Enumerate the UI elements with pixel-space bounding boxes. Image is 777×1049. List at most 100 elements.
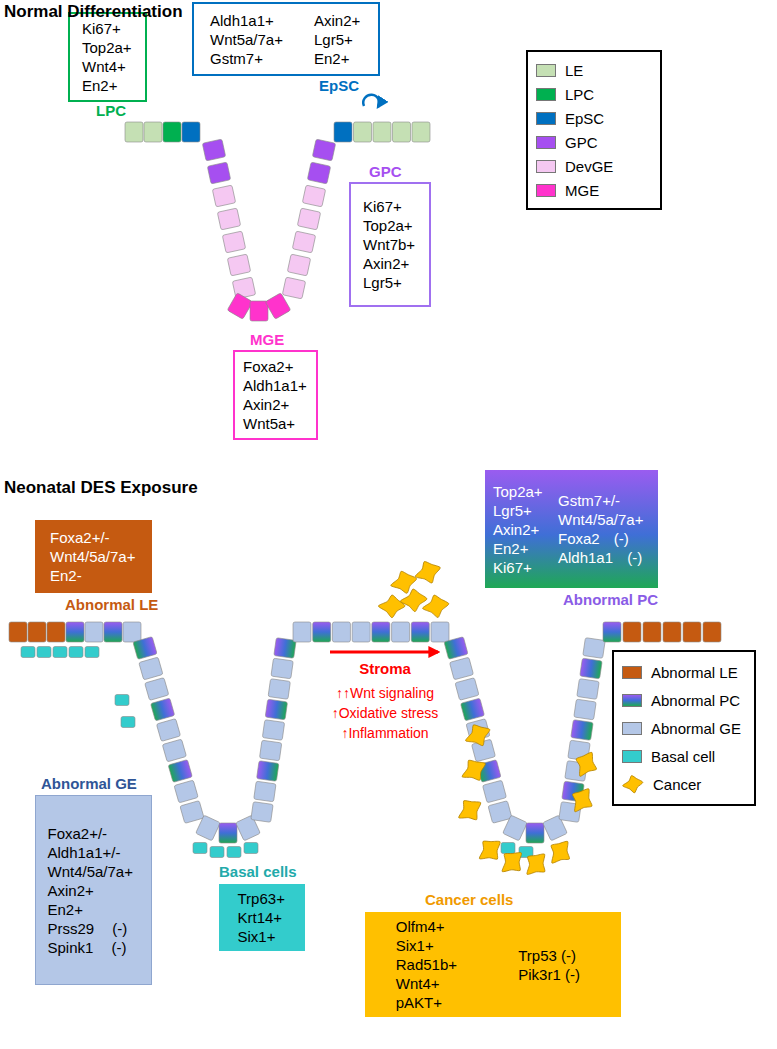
epithelial-cell: [104, 622, 122, 642]
epithelial-cell: [354, 122, 372, 142]
legend-entry: EpSC: [536, 106, 652, 130]
legend-box: LELPCEpSCGPCDevGEMGE: [526, 50, 662, 210]
epithelial-cell: [307, 162, 330, 184]
epithelial-cell: [244, 843, 258, 854]
legend-text: Abnormal LE: [651, 664, 738, 681]
cancer-cell: [423, 595, 449, 617]
epithelial-cell: [703, 622, 721, 642]
section-title: Neonatal DES Exposure: [4, 478, 198, 498]
epithelial-cell: [133, 637, 157, 660]
legend-text: Abnormal GE: [651, 720, 741, 737]
epithelial-cell: [292, 231, 315, 253]
epithelial-cell: [293, 622, 311, 642]
epithelial-cell: [196, 815, 221, 841]
cancer-cell: [391, 571, 417, 593]
epithelial-cell: [85, 647, 99, 658]
epithelial-cell: [21, 647, 35, 658]
epithelial-cell: [580, 658, 602, 679]
marker-list: Ki67+ Top2a+ Wnt4+ En2+: [82, 19, 133, 95]
marker-box: Abnormal LEFoxa2+/- Wnt4/5a/7a+ En2-: [35, 520, 152, 593]
epithelial-cell: [488, 801, 512, 824]
legend-entry: DevGE: [536, 154, 652, 178]
epithelial-cell: [663, 622, 681, 642]
epithelial-cell: [302, 185, 325, 207]
cancer-cell: [459, 801, 481, 820]
marker-box: Cancer cellsOlfm4+ Six1+ Rad51b+ Wnt4+ p…: [365, 912, 621, 1017]
epithelial-cell: [257, 761, 279, 782]
legend-text: GPC: [565, 134, 598, 151]
legend-swatch: [622, 750, 642, 763]
epithelial-cell: [174, 780, 198, 803]
epithelial-cell: [373, 122, 391, 142]
epithelial-cell: [265, 293, 291, 319]
cancer-cell: [551, 841, 570, 863]
cell-type-heading: Basal cells: [219, 863, 297, 881]
cell-type-heading: Abnormal LE: [65, 596, 158, 614]
marker-list: Foxa2+ Aldh1a1+ Axin2+ Wnt5a+: [243, 357, 308, 433]
region-label: Stroma: [300, 659, 470, 679]
epithelial-cell: [37, 647, 51, 658]
legend-text: Abnormal PC: [651, 692, 740, 709]
epithelial-cell: [210, 847, 224, 858]
epithelial-cell: [297, 208, 320, 230]
cell-type-heading: Abnormal PC: [563, 591, 658, 609]
epithelial-cell: [145, 678, 169, 701]
epithelial-cell: [168, 760, 192, 783]
epithelial-cell: [282, 277, 305, 299]
legend-text: LE: [565, 62, 583, 79]
epithelial-cell: [577, 679, 599, 700]
legend-text: MGE: [565, 182, 599, 199]
epithelial-cell: [372, 622, 390, 642]
self-renewal-arrow: [363, 95, 379, 107]
epithelial-cell: [227, 847, 241, 858]
epithelial-cell: [69, 647, 83, 658]
epithelial-cell: [623, 622, 641, 642]
epithelial-cell: [28, 622, 46, 642]
stroma-arrow: [330, 651, 438, 654]
epithelial-cell: [392, 622, 410, 642]
marker-box: Basal cellsTrp63+ Krt14+ Six1+: [219, 884, 305, 951]
epithelial-cell: [583, 638, 605, 659]
legend-swatch: [536, 112, 556, 125]
epithelial-cell: [202, 139, 225, 161]
epithelial-cell: [125, 122, 143, 142]
epithelial-cell: [139, 657, 163, 680]
stroma-note: ↑Oxidative stress: [300, 703, 470, 723]
cell-type-heading: GPC: [369, 163, 402, 181]
epithelial-cell: [332, 622, 350, 642]
marker-box: LPCKi67+ Top2a+ Wnt4+ En2+: [68, 12, 147, 102]
epithelial-cell: [9, 622, 27, 642]
epithelial-cell: [455, 678, 479, 701]
marker-list: Aldh1a1+ Wnt5a/7a+ Gstm7+: [210, 11, 284, 68]
epithelial-cell: [251, 802, 273, 823]
marker-list: Ki67+ Top2a+ Wnt7b+ Axin2+ Lgr5+: [363, 197, 417, 292]
epithelial-cell: [483, 780, 507, 803]
cell-type-heading: Cancer cells: [425, 891, 513, 909]
stroma-note: ↑Inflammation: [300, 723, 470, 743]
marker-box: MGEFoxa2+ Aldh1a1+ Axin2+ Wnt5a+: [233, 350, 318, 440]
epithelial-cell: [444, 637, 468, 660]
epithelial-cell: [431, 622, 449, 642]
epithelial-cell: [450, 657, 474, 680]
epithelial-cell: [503, 815, 528, 841]
cancer-cell: [527, 854, 545, 874]
legend-entry: Abnormal LE: [622, 658, 746, 686]
epithelial-cell: [163, 122, 181, 142]
epithelial-cell: [461, 698, 485, 721]
legend-entry: Cancer: [622, 770, 746, 798]
epithelial-cell: [271, 658, 293, 679]
legend-text: DevGE: [565, 158, 613, 175]
epithelial-cell: [151, 698, 175, 721]
epithelial-cell: [47, 622, 65, 642]
marker-list: Trp63+ Krt14+ Six1+: [238, 889, 287, 946]
epithelial-cell: [603, 622, 621, 642]
epithelial-cell: [115, 695, 129, 706]
epithelial-cell: [411, 622, 429, 642]
epithelial-cell: [574, 699, 596, 720]
legend-swatch: [536, 184, 556, 197]
epithelial-cell: [53, 647, 67, 658]
epithelial-cell: [207, 162, 230, 184]
epithelial-cell: [254, 781, 276, 802]
legend-swatch: [622, 666, 642, 679]
epithelial-cell: [287, 254, 310, 276]
